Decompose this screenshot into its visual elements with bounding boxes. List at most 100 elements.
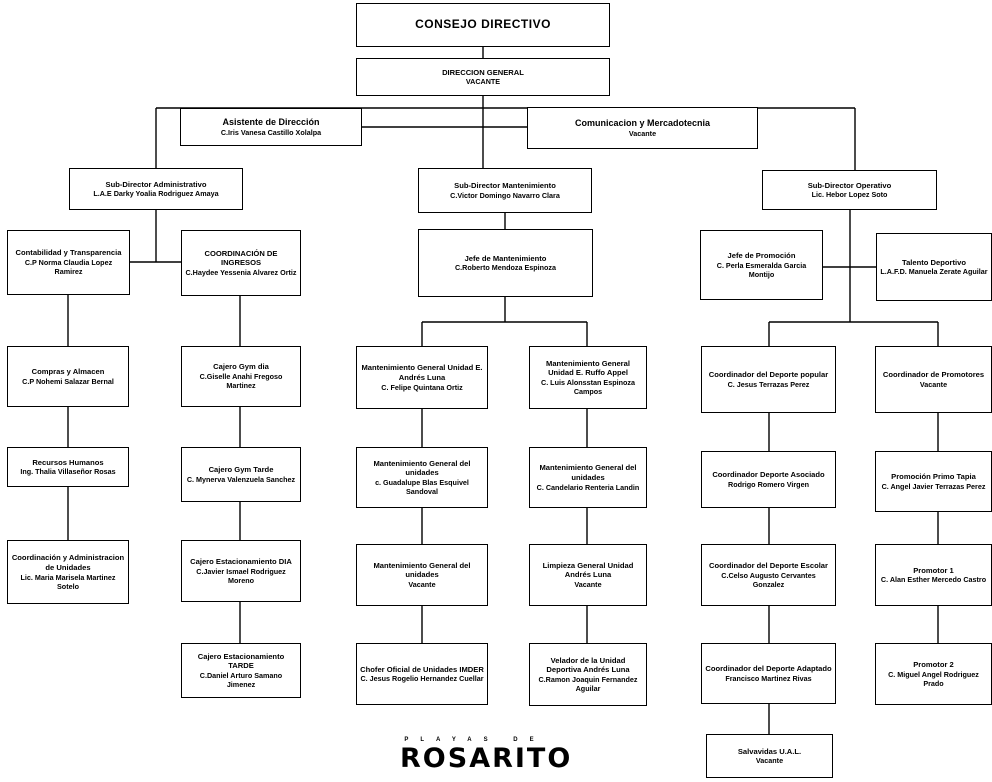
limpieza-title: Limpieza General Unidad Andrés Luna <box>542 560 634 580</box>
direccion-title: DIRECCION GENERAL <box>442 67 524 77</box>
cajero-dia-title: Cajero Gym dia <box>213 362 269 372</box>
box-coord-deporte-adaptado: Coordinador del Deporte Adaptado Francis… <box>701 643 836 704</box>
rh-title: Recursos Humanos <box>32 457 104 467</box>
mant-ru-title: Mantenimiento General Unidad E. Ruffo Ap… <box>546 358 630 378</box>
direccion-name: VACANTE <box>465 77 501 87</box>
box-mant-unidades-3: Mantenimiento General del unidades Vacan… <box>356 544 488 606</box>
coord-adaptado-title: Coordinador del Deporte Adaptado <box>705 664 832 674</box>
sub-oper-name: Lic. Hebor Lopez Soto <box>811 190 888 200</box>
asistente-name: C.Iris Vanesa Castillo Xolalpa <box>220 128 322 138</box>
comunicacion-title: Comunicacion y Mercadotecnia <box>574 117 711 128</box>
jefe-mant-title: Jefe de Mantenimiento <box>464 253 547 263</box>
box-promotor-1: Promotor 1 C. Alan Esther Mercedo Castro <box>875 544 992 606</box>
logo-subtitle: PLAYAS DE <box>404 737 546 743</box>
mant-am1-name: C. Felipe Quintana Ortiz <box>381 382 463 392</box>
box-cajero-estacionamiento-dia: Cajero Estacionamiento DIA C.Javier Isma… <box>181 540 301 602</box>
jefe-promocion-title: Jefe de Promoción <box>727 250 796 260</box>
box-coordinacion-administracion: Coordinación y Administracion de Unidade… <box>7 540 129 604</box>
coord-escolar-title: Coordinador del Deporte Escolar <box>709 560 828 570</box>
jefe-mant-name: C.Roberto Mendoza Espinoza <box>454 263 557 273</box>
box-promocion-primo-tapia: Promoción Primo Tapia C. Angel Javier Te… <box>875 451 992 512</box>
velador-name: C.Ramon Joaquin Fernandez Aguilar <box>538 675 638 694</box>
compras-title: Compras y Almacen <box>31 367 105 377</box>
coord-escolar-name: C.Celso Augusto Cervantes Gonzalez <box>721 570 816 589</box>
talento-name: L.A.F.D. Manuela Zerate Aguilar <box>880 267 988 277</box>
coord-adaptado-name: Francisco Martinez Rivas <box>725 673 812 683</box>
box-jefe-promocion: Jefe de Promoción C. Perla Esmeralda Gar… <box>700 230 823 300</box>
box-mant-unidades-1: Mantenimiento General del unidades c. Gu… <box>356 447 488 508</box>
box-talento-deportivo: Talento Deportivo L.A.F.D. Manuela Zerat… <box>876 233 992 301</box>
promotor1-name: C. Alan Esther Mercedo Castro <box>880 575 987 585</box>
sub-mant-name: C.Victor Domingo Navarro Clara <box>450 190 560 200</box>
sub-admin-title: Sub-Director Administrativo <box>105 179 207 189</box>
cajero-tarde-name: C. Mynerva Valenzuela Sanchez <box>186 474 296 484</box>
box-limpieza-general: Limpieza General Unidad Andrés Luna Vaca… <box>529 544 647 606</box>
coord-ingresos-title: COORDINACIÓN DE INGRESOS <box>204 248 278 268</box>
chofer-title: Chofer Oficial de Unidades IMDER <box>360 664 484 674</box>
box-coord-deporte-asociado: Coordinador Deporte Asociado Rodrigo Rom… <box>701 451 836 508</box>
sub-admin-name: L.A.E Darky Yoalia Rodriguez Amaya <box>93 189 219 199</box>
chofer-name: C. Jesus Rogelio Hernandez Cuellar <box>360 674 484 684</box>
asistente-title: Asistente de Dirección <box>222 116 320 127</box>
box-sub-director-mantenimiento: Sub-Director Mantenimiento C.Victor Domi… <box>418 168 592 213</box>
sub-mant-title: Sub-Director Mantenimiento <box>454 181 556 191</box>
box-cajero-gym-dia: Cajero Gym dia C.Giselle Anahi Fregoso M… <box>181 346 301 407</box>
rosarito-logo: PLAYAS DE ROSARITO <box>400 737 573 774</box>
box-sub-director-operativo: Sub-Director Operativo Lic. Hebor Lopez … <box>762 170 937 210</box>
mant-u3-name: Vacante <box>408 580 436 590</box>
velador-title: Velador de la Unidad Deportiva Andrés Lu… <box>546 655 630 675</box>
salvavidas-title: Salvavidas U.A.L. <box>737 746 802 756</box>
box-promotor-2: Promotor 2 C. Miguel Angel Rodriguez Pra… <box>875 643 992 705</box>
mant-am1-title: Mantenimiento General Unidad E. Andrés L… <box>361 363 483 382</box>
box-velador: Velador de la Unidad Deportiva Andrés Lu… <box>529 643 647 706</box>
box-coord-promotores: Coordinador de Promotores Vacante <box>875 346 992 413</box>
compras-name: C.P Nohemi Salazar Bernal <box>22 376 114 386</box>
box-direccion-general: DIRECCION GENERAL VACANTE <box>356 58 610 96</box>
logo-title: ROSARITO <box>400 743 573 774</box>
box-coord-deporte-escolar: Coordinador del Deporte Escolar C.Celso … <box>701 544 836 606</box>
jefe-promocion-name: C. Perla Esmeralda Garcia Montijo <box>716 260 807 279</box>
comunicacion-name: Vacante <box>628 129 657 139</box>
box-coordinacion-ingresos: COORDINACIÓN DE INGRESOS C.Haydee Yessen… <box>181 230 301 296</box>
mant-u2-name: C. Candelario Renteria Landin <box>536 482 640 492</box>
box-jefe-mantenimiento: Jefe de Mantenimiento C.Roberto Mendoza … <box>418 229 593 297</box>
box-chofer-oficial: Chofer Oficial de Unidades IMDER C. Jesu… <box>356 643 488 705</box>
box-mant-andres-luna: Mantenimiento General Unidad E. Andrés L… <box>356 346 488 409</box>
promotor2-name: C. Miguel Angel Rodriguez Prado <box>888 669 979 688</box>
box-asistente-direccion: Asistente de Dirección C.Iris Vanesa Cas… <box>180 108 362 146</box>
estac-tarde-title: Cajero Estacionamiento TARDE <box>197 651 285 671</box>
promotor1-title: Promotor 1 <box>913 565 954 575</box>
coord-asociado-name: Rodrigo Romero Virgen <box>728 479 809 489</box>
box-mant-ruffo-appel: Mantenimiento General Unidad E. Ruffo Ap… <box>529 346 647 409</box>
cajero-dia-name: C.Giselle Anahi Fregoso Martinez <box>199 372 283 391</box>
box-comunicacion: Comunicacion y Mercadotecnia Vacante <box>527 107 758 149</box>
cajero-tarde-title: Cajero Gym Tarde <box>208 465 274 475</box>
limpieza-name: Vacante <box>574 580 602 590</box>
sub-oper-title: Sub-Director Operativo <box>807 180 892 190</box>
coord-admin-title: Coordinación y Administracion de Unidade… <box>11 553 125 572</box>
salvavidas-name: Vacante <box>755 756 784 766</box>
box-coord-deporte-popular: Coordinador del Deporte popular C. Jesus… <box>701 346 836 413</box>
coord-ingresos-name: C.Haydee Yessenia Alvarez Ortiz <box>185 268 297 278</box>
box-cajero-estacionamiento-tarde: Cajero Estacionamiento TARDE C.Daniel Ar… <box>181 643 301 698</box>
mant-u3-title: Mantenimiento General del unidades <box>373 560 471 580</box>
estac-tarde-name: C.Daniel Arturo Samano Jimenez <box>199 671 283 690</box>
rh-name: Ing. Thalia Villaseñor Rosas <box>20 467 116 477</box>
box-cajero-gym-tarde: Cajero Gym Tarde C. Mynerva Valenzuela S… <box>181 447 301 502</box>
mant-u1-name: c. Guadalupe Blas Esquivel Sandoval <box>375 478 469 497</box>
promocion-tapia-title: Promoción Primo Tapia <box>891 472 976 482</box>
box-sub-director-administrativo: Sub-Director Administrativo L.A.E Darky … <box>69 168 243 210</box>
coord-asociado-title: Coordinador Deporte Asociado <box>712 470 825 480</box>
box-compras-almacen: Compras y Almacen C.P Nohemi Salazar Ber… <box>7 346 129 407</box>
coord-promotores-title: Coordinador de Promotores <box>882 370 985 380</box>
coord-promotores-name: Vacante <box>919 379 948 389</box>
box-salvavidas: Salvavidas U.A.L. Vacante <box>706 734 833 778</box>
mant-ru-name: C. Luis Alonsstan Espinoza Campos <box>541 378 635 397</box>
box-mant-unidades-2: Mantenimiento General del unidades C. Ca… <box>529 447 647 508</box>
coord-popular-name: C. Jesus Terrazas Perez <box>727 379 810 389</box>
contabilidad-title: Contabilidad y Transparencia <box>15 248 122 258</box>
talento-title: Talento Deportivo <box>902 257 966 267</box>
consejo-title: CONSEJO DIRECTIVO <box>415 17 551 32</box>
estac-dia-title: Cajero Estacionamiento DIA <box>190 556 292 566</box>
